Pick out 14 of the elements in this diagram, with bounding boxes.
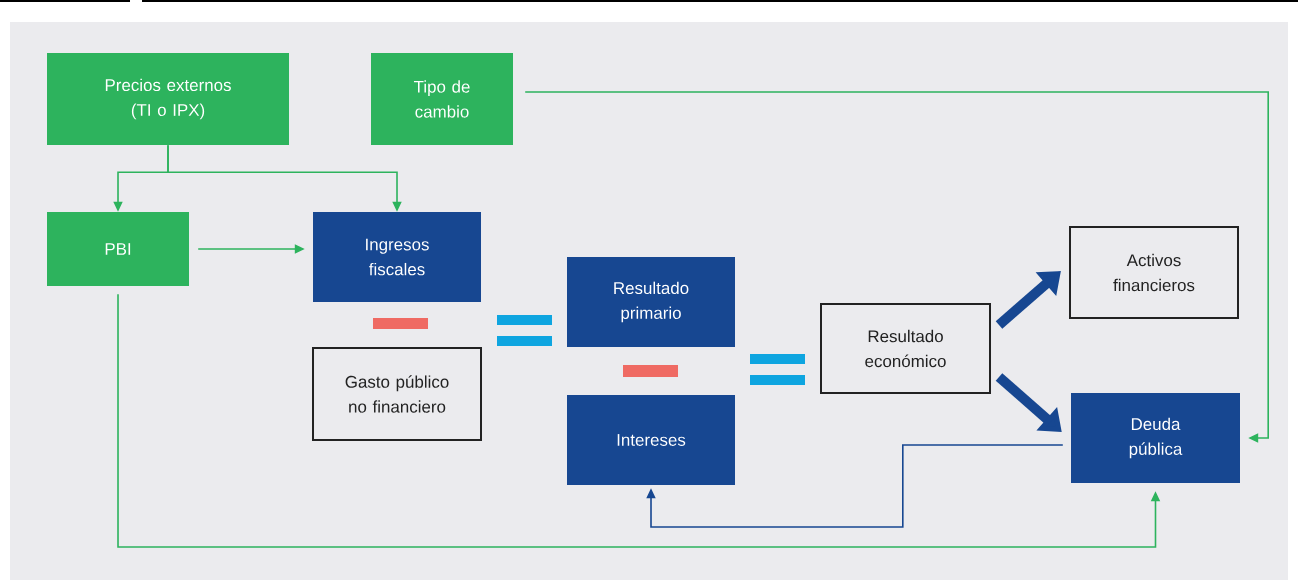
result-box: Intereses: [567, 395, 735, 485]
input-box: Precios externos (TI o IPX): [47, 53, 289, 145]
arrow: [646, 444, 1064, 528]
block-arrow: [995, 271, 1061, 329]
outlined-box: Gasto público no financiero: [312, 347, 482, 441]
block-arrow: [995, 373, 1062, 432]
result-box: Resultado primario: [567, 257, 735, 347]
input-box: Tipo de cambio: [371, 53, 513, 145]
outlined-box: Resultado económico: [820, 303, 991, 394]
arrow: [524, 91, 1269, 443]
outlined-box: Activos financieros: [1069, 226, 1239, 319]
result-box: Deuda pública: [1071, 393, 1240, 483]
input-box: PBI: [47, 212, 189, 286]
result-box: Ingresos fiscales: [313, 212, 481, 302]
